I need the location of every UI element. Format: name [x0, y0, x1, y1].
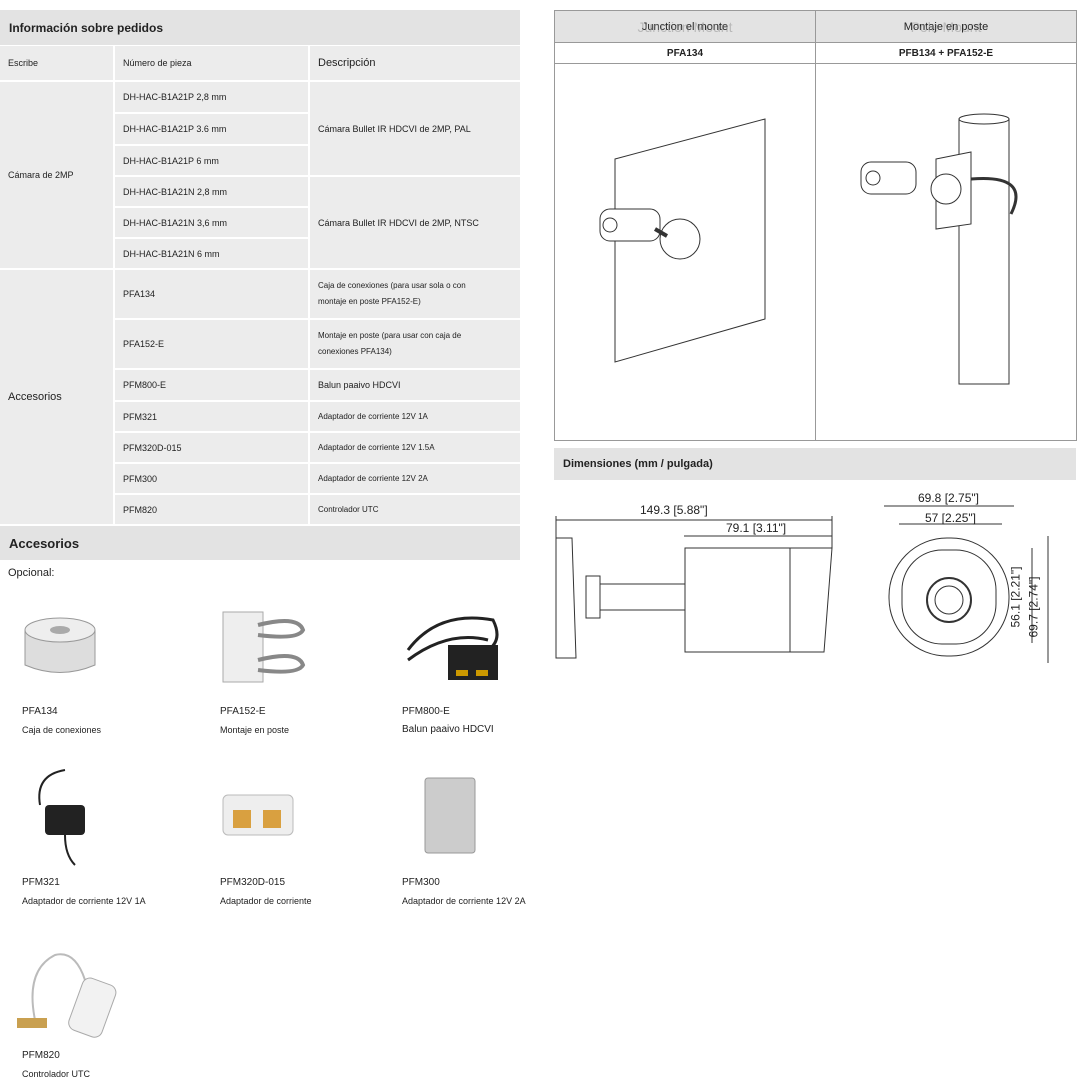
dim-front-h1: 56.1 [2.21"]	[1008, 566, 1023, 628]
camera-type: Cámara de 2MP	[0, 82, 113, 268]
power-supply-image	[424, 777, 476, 854]
header-type: Escribe	[0, 46, 113, 80]
dim-side-total: 149.3 [5.88"]	[640, 503, 708, 517]
accessories-type: Accesorios	[0, 270, 113, 524]
mount-junction-part: PFA134	[554, 42, 816, 64]
acc-part: PFM300	[115, 464, 308, 493]
camera-desc-pal: Cámara Bullet IR HDCVI de 2MP, PAL	[310, 82, 520, 175]
camera-part: DH-HAC-B1A21P 6 mm	[115, 146, 308, 175]
acc-part: PFM320D-015	[115, 433, 308, 462]
acc-part: PFM820	[115, 495, 308, 524]
dimensions-title: Dimensiones (mm / pulgada)	[554, 448, 1076, 480]
dimension-drawing	[555, 505, 1049, 663]
dim-side-body: 79.1 [3.11"]	[726, 521, 787, 535]
acc-desc: Balun paaivo HDCVI	[310, 370, 520, 400]
junction-box-image	[24, 617, 96, 673]
header-part: Número de pieza	[115, 46, 308, 80]
power-adapter-image	[38, 769, 85, 866]
acc-part: PFM800-E	[115, 370, 308, 400]
acc-part: PFA134	[115, 270, 308, 318]
mount-pole-part: PFB134 + PFA152-E	[815, 42, 1077, 64]
power-adapter-image	[222, 794, 294, 836]
optional-label: Opcional:	[8, 567, 55, 579]
junction-mount-image	[554, 63, 816, 441]
camera-desc-ntsc: Cámara Bullet IR HDCVI de 2MP, NTSC	[310, 177, 520, 268]
acc-desc: Adaptador de corriente 12V 1.5A	[310, 433, 520, 462]
dim-front-h2: 69.7 [2.74"]	[1026, 576, 1041, 638]
acc-desc: Adaptador de corriente 12V 1A	[310, 402, 520, 431]
balun-image	[406, 616, 499, 680]
acc-desc: Caja de conexiones (para usar sola o con…	[310, 270, 520, 318]
pole-mount-image	[222, 611, 306, 683]
junction-mount-illustration	[599, 118, 766, 363]
mount-title: Junction el monte	[641, 20, 729, 33]
camera-part: DH-HAC-B1A21P 2,8 mm	[115, 82, 308, 112]
camera-part: DH-HAC-B1A21P 3.6 mm	[115, 114, 308, 144]
acc-desc: Adaptador de corriente 12V 2A	[310, 464, 520, 493]
acc-desc: Montaje en poste (para usar con caja de …	[310, 320, 520, 368]
pole-mount-illustration	[860, 113, 1018, 385]
acc-part: PFM321	[115, 402, 308, 431]
mount-title: Montaje en poste	[903, 20, 989, 33]
mount-title-en: Pole Mount	[910, 18, 982, 35]
pole-mount-image	[815, 63, 1077, 441]
ordering-title: Información sobre pedidos	[0, 10, 520, 45]
acc-desc: Controlador UTC	[310, 495, 520, 524]
camera-part: DH-HAC-B1A21N 2,8 mm	[115, 177, 308, 206]
camera-part: DH-HAC-B1A21N 6 mm	[115, 239, 308, 268]
dim-front-inner: 57 [2.25"]	[925, 511, 976, 525]
dim-front-width: 69.8 [2.75"]	[918, 491, 979, 505]
acc-part: PFA152-E	[115, 320, 308, 368]
header-desc: Descripción	[310, 46, 520, 80]
utc-controller-image	[17, 953, 117, 1038]
accessories-title: Accesorios	[0, 526, 520, 560]
camera-part: DH-HAC-B1A21N 3,6 mm	[115, 208, 308, 237]
mount-title-en: Junction Mount	[637, 18, 733, 35]
